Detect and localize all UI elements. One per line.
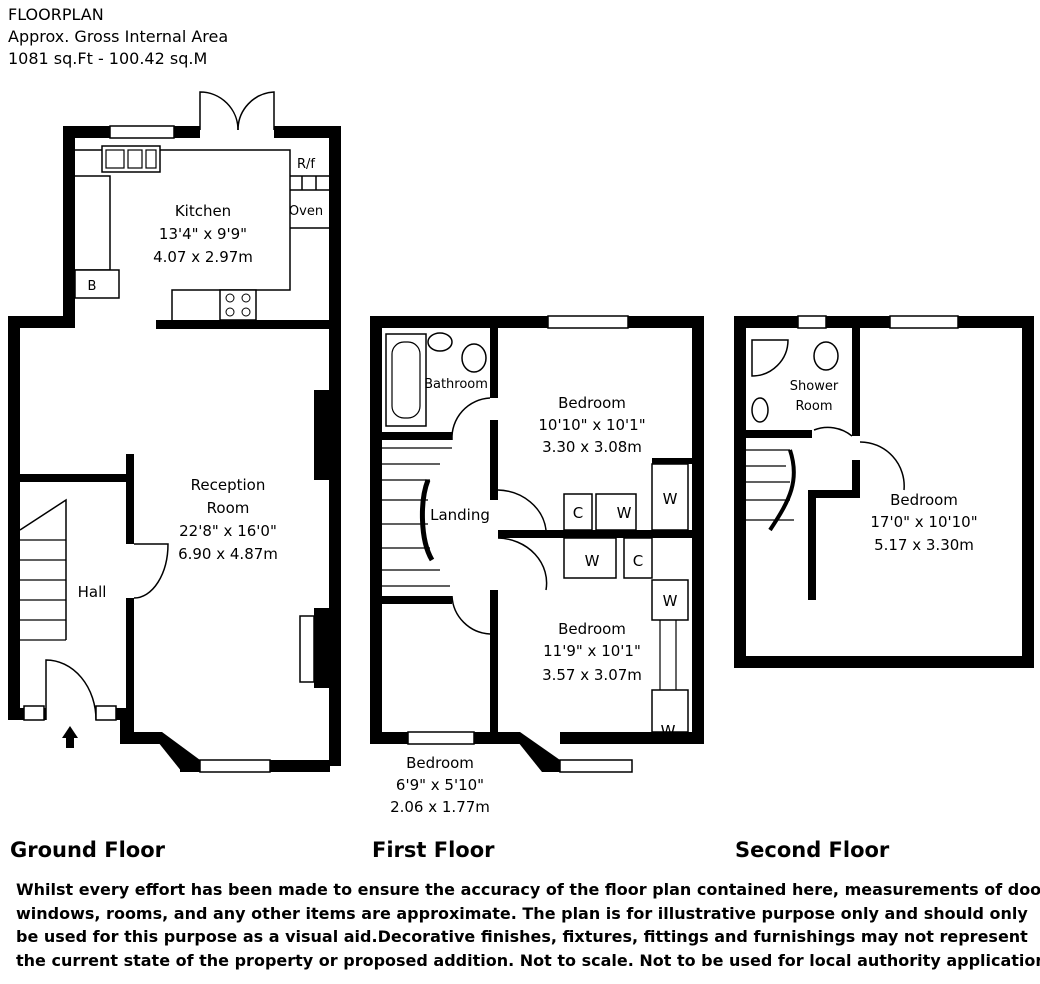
ground-floor-plan: Kitchen 13'4" x 9'9" 4.07 x 2.97m Recept… bbox=[8, 91, 341, 773]
bedroom4-name: Bedroom bbox=[890, 491, 958, 509]
wardrobe-label-5: W bbox=[661, 722, 676, 740]
bathroom-name: Bathroom bbox=[424, 377, 488, 392]
wardrobe-label-4: W bbox=[663, 592, 678, 610]
boiler-label: B bbox=[88, 279, 97, 294]
fridge-label: R/f bbox=[297, 157, 315, 172]
bedroom1-metric: 3.30 x 3.08m bbox=[542, 438, 642, 456]
area-value: 1081 sq.Ft - 100.42 sq.M bbox=[8, 49, 208, 68]
bedroom2-name: Bedroom bbox=[558, 620, 626, 638]
second-floor-title: Second Floor bbox=[735, 838, 890, 862]
cupboard-label-1: C bbox=[573, 504, 583, 522]
oven-label: Oven bbox=[289, 204, 323, 219]
bedroom2-imperial: 11'9" x 10'1" bbox=[543, 642, 641, 660]
plan-header: FLOORPLAN Approx. Gross Internal Area 10… bbox=[8, 4, 228, 70]
hall-name: Hall bbox=[78, 583, 107, 601]
wardrobe-label-1: W bbox=[617, 504, 632, 522]
kitchen-name: Kitchen bbox=[175, 202, 231, 220]
bedroom1-name: Bedroom bbox=[558, 394, 626, 412]
shower-name-1: Shower bbox=[790, 379, 839, 394]
disclaimer-line-2: windows, rooms, and any other items are … bbox=[16, 903, 1028, 923]
bedroom2-metric: 3.57 x 3.07m bbox=[542, 666, 642, 684]
disclaimer-line-1: Whilst every effort has been made to ens… bbox=[16, 880, 1040, 899]
area-label: Approx. Gross Internal Area bbox=[8, 27, 229, 46]
bedroom3-imperial: 6'9" x 5'10" bbox=[396, 776, 484, 794]
cupboard-label-2: C bbox=[633, 552, 643, 570]
reception-imperial: 22'8" x 16'0" bbox=[179, 522, 277, 540]
wardrobe-label-2: W bbox=[663, 490, 678, 508]
ground-floor-title: Ground Floor bbox=[10, 838, 166, 862]
bedroom3-metric: 2.06 x 1.77m bbox=[390, 798, 490, 816]
reception-name-2: Room bbox=[207, 499, 250, 517]
kitchen-metric: 4.07 x 2.97m bbox=[153, 248, 253, 266]
floorplan-drawing: Kitchen 13'4" x 9'9" 4.07 x 2.97m Recept… bbox=[8, 91, 1034, 816]
wardrobe-label-3: W bbox=[585, 552, 600, 570]
second-floor-plan: Shower Room Bedroom 17'0" x 10'10" 5.17 … bbox=[734, 315, 1034, 668]
first-floor-title: First Floor bbox=[372, 838, 495, 862]
bedroom3-name: Bedroom bbox=[406, 754, 474, 772]
reception-name-1: Reception bbox=[191, 476, 266, 494]
plan-title: FLOORPLAN bbox=[8, 5, 104, 24]
disclaimer: Whilst every effort has been made to ens… bbox=[16, 878, 1040, 972]
kitchen-imperial: 13'4" x 9'9" bbox=[159, 225, 247, 243]
bedroom1-imperial: 10'10" x 10'1" bbox=[538, 416, 645, 434]
bedroom4-metric: 5.17 x 3.30m bbox=[874, 536, 974, 554]
disclaimer-line-4: the current state of the property or pro… bbox=[16, 950, 1040, 970]
shower-name-2: Room bbox=[795, 399, 832, 414]
landing-name: Landing bbox=[430, 506, 490, 524]
bedroom4-imperial: 17'0" x 10'10" bbox=[870, 513, 977, 531]
disclaimer-line-3: be used for this purpose as a visual aid… bbox=[16, 927, 1028, 946]
first-floor-plan: Bathroom Landing Bedroom 10'10" x 10'1" … bbox=[370, 315, 704, 816]
reception-metric: 6.90 x 4.87m bbox=[178, 545, 278, 563]
